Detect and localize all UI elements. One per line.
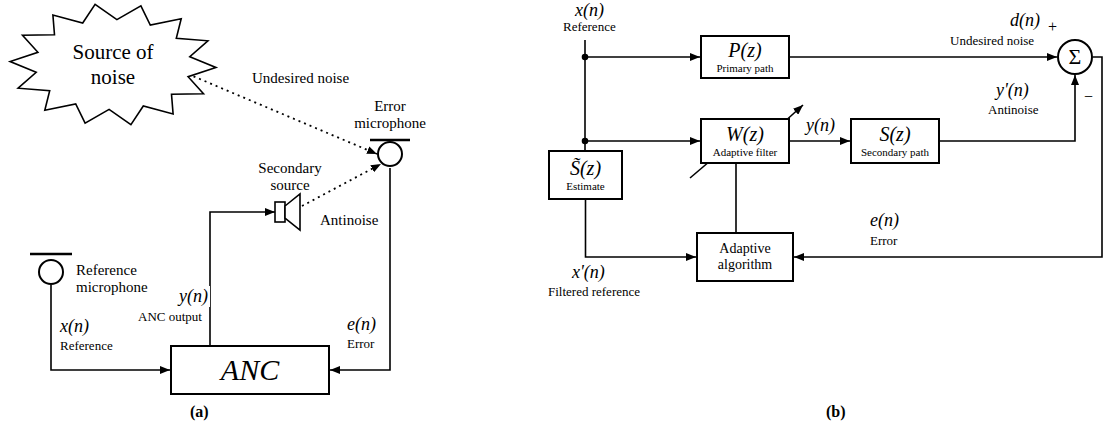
signal-label: Error [345,337,376,352]
edge-label: Antinoise [318,212,380,229]
node-subtitle: Estimate [566,180,605,193]
node-text-group: Source of noise [57,40,169,88]
junction-dot [583,139,588,144]
signal-label: e(n) [345,314,378,335]
signal-label: y'(n) [994,80,1031,101]
signal-connector [940,75,1075,141]
junction-dot [583,55,588,60]
signal-connector [586,200,697,257]
microphone-capsule [39,260,63,284]
node-title: W(z) [713,123,777,146]
signal-label: (a) [188,403,211,421]
node-text-group: Σ [1069,44,1082,69]
microphone-bar [370,139,410,142]
edge-label: y(n) [804,115,837,136]
node-text-group: Adaptive algorithm [698,241,792,273]
process-box: P(z)Primary path [700,35,790,79]
speaker-magnet [275,202,285,222]
node-title: Error microphone [345,98,435,133]
reference-microphone: Reference microphone [28,250,158,308]
signal-label: x(n) [58,316,91,337]
microphone-bar [30,253,72,256]
node-text-group: P(z)Primary path [716,39,773,75]
starburst-shape [10,4,216,124]
error-microphone: Error microphone [345,98,435,168]
signal-connector [794,57,1102,257]
signal-label: Filtered reference [546,285,642,300]
signal-connector [735,164,737,232]
signal-label: x'(n) [570,262,607,283]
node-subtitle: Adaptive filter [713,146,777,159]
node-title: Source of noise [57,40,169,88]
process-box: W(z)Adaptive filter [700,118,790,164]
node-title: Σ [1069,44,1082,69]
signal-connector [330,168,390,370]
process-box: S̃(z)Estimate [548,150,623,200]
node-title: S(z) [861,123,929,146]
signal-connector [51,285,170,370]
reference-branch [585,140,700,142]
node-title: Secondary source [250,160,330,195]
speaker-cone [285,194,300,230]
signal-label: e(n) [868,210,901,231]
node-title: ANC [221,353,279,388]
node-text-group: ANC [221,353,279,388]
node-subtitle: Secondary path [861,146,929,159]
connector-group [51,57,1102,370]
node-text-group: S̃(z)Estimate [566,157,605,193]
signal-label: Undesired noise [948,34,1036,49]
signal-label: y(n) [177,286,210,307]
node-title: Adaptive algorithm [698,241,792,273]
process-box: S(z)Secondary path [850,118,940,164]
microphone-symbol [28,250,76,290]
node-text-group: Error microphone [345,98,435,133]
noise-source: Source of noise [8,2,218,127]
node-text-group: Reference microphone [76,262,160,297]
signal-label: ANC output [136,310,204,325]
node-subtitle: Primary path [716,62,773,75]
signal-connector [210,212,275,345]
signal-label: d(n) [1008,10,1042,31]
signal-connector [790,140,850,142]
process-box: Adaptive algorithm [696,232,794,282]
microphone-capsule [378,142,402,166]
signal-label: Reference [561,20,618,35]
signal-label: − [1082,88,1095,106]
signal-label: Error [868,234,899,249]
node-title: S̃(z) [566,157,605,180]
signal-label: (b) [824,403,848,421]
node-text-group: Secondary source [250,160,330,195]
reference-branch [585,56,700,58]
summing-junction: Σ [1057,39,1093,75]
node-title: Reference microphone [76,262,160,297]
signal-connector [790,56,1057,58]
signal-label: Reference [58,339,115,354]
signal-label: + [1046,18,1059,36]
node-text-group: S(z)Secondary path [861,123,929,159]
signal-label: Antinoise [986,103,1041,118]
node-title: P(z) [716,39,773,62]
node-text-group: W(z)Adaptive filter [713,123,777,159]
edge-label: Undesired noise [250,70,351,87]
anc-box: ANC [170,345,330,395]
signal-label: x(n) [573,0,606,21]
